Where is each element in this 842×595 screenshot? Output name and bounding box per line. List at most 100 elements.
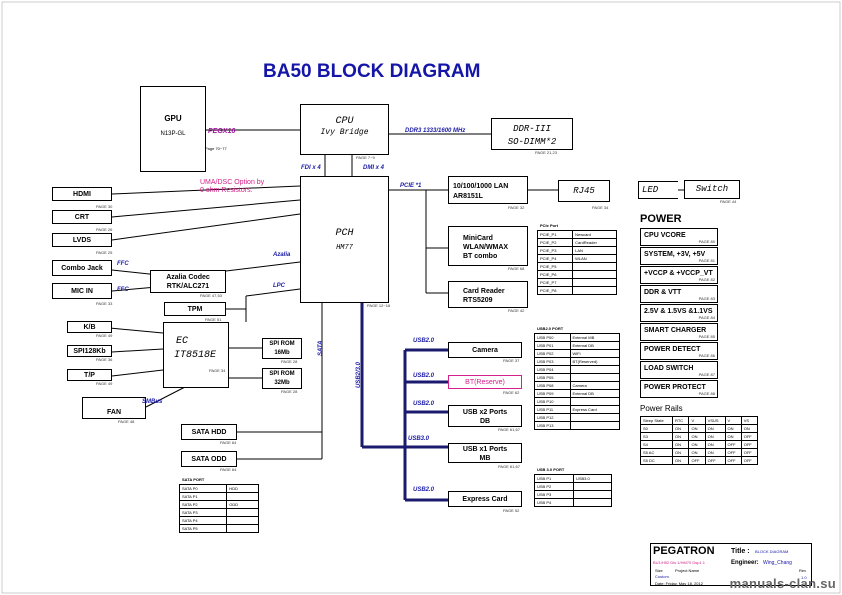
table-cell: USB P03	[534, 357, 571, 366]
ffc-label-2: FFC	[117, 287, 129, 293]
table-cell	[569, 397, 620, 406]
pcie-port-table-title: PCIe Port	[540, 223, 559, 228]
codec-page: PAGE 47,53	[200, 293, 222, 298]
table-cell: SATA P4	[178, 516, 228, 525]
card-reader-label: Card Reader	[463, 288, 505, 295]
table-cell: USB P12	[534, 413, 571, 422]
table-cell: OFF	[740, 456, 759, 465]
ddr-label: DDR-III	[513, 124, 551, 134]
fan-page: PAGE 48	[118, 419, 135, 424]
hdmi-page: PAGE 30	[96, 204, 113, 209]
spi128kb-label: SPI128Kb	[73, 348, 106, 355]
bt-reserve-block: BT(Reserve)	[448, 375, 522, 389]
table-cell: PCIE_P6	[536, 270, 574, 279]
table-cell: USB P1	[534, 474, 574, 483]
table-cell: PCIE_P1	[536, 230, 574, 239]
power-title: POWER	[640, 213, 682, 225]
table-cell: SATA P5	[178, 524, 228, 533]
power-item-page: PAGE 81	[698, 258, 715, 263]
table-cell: USB P4	[534, 498, 574, 507]
table-cell: USB P05	[534, 373, 571, 382]
size-label: Size	[655, 568, 663, 573]
sata-hdd-page: PAGE 64	[220, 440, 237, 445]
sata-label: SATA	[318, 340, 324, 356]
table-cell	[226, 492, 259, 501]
rev-label: Rev	[799, 568, 807, 573]
gpu-page: Page 70~77	[205, 146, 227, 151]
spi128-page: PAGE 36	[96, 357, 113, 362]
table-cell: Sleep State	[639, 416, 674, 425]
table-cell: CardReader	[572, 238, 617, 247]
table-cell: WLAN	[572, 254, 617, 263]
tpm-label: TPM	[187, 306, 203, 313]
table-cell: ON	[688, 448, 706, 457]
mic-in-block: MIC IN	[52, 283, 112, 299]
usb20-label-1: USB2.0	[413, 338, 435, 344]
table-cell	[569, 413, 620, 422]
cpu-model: Ivy Bridge	[320, 128, 369, 137]
azalia-label: Azalia	[273, 252, 291, 258]
minicard-block: MiniCard WLAN/WMAX BT combo	[448, 226, 528, 266]
power-item: LOAD SWITCH PAGE 87	[640, 361, 718, 379]
usb-bus-label: USB2/3.0	[356, 361, 362, 388]
table-row: PCIE_P6	[536, 270, 617, 279]
minicard-wlan: WLAN/WMAX	[463, 244, 509, 251]
power-item-page: PAGE 87	[698, 372, 715, 377]
camera-label: Camera	[472, 347, 498, 354]
table-cell: ON	[740, 424, 759, 433]
crt-block: CRT	[52, 210, 112, 224]
codec-label: Azalia Codec	[166, 274, 210, 281]
table-cell: S5 DC	[639, 456, 674, 465]
pch-page: PAGE 12~16	[367, 303, 391, 308]
table-cell: USB P10	[534, 397, 571, 406]
table-row: USB P13	[534, 421, 620, 430]
power-item-page: PAGE 84	[698, 315, 715, 320]
table-cell: RTC	[672, 416, 690, 425]
codec-model: RTK/ALC271	[166, 283, 210, 290]
table-row: USB P4	[534, 498, 613, 507]
card-reader-model: RTS5209	[463, 297, 493, 304]
power-item-page: PAGE 83	[698, 296, 715, 301]
company-logo: PEGATRON	[653, 545, 715, 557]
engineer-label: Engineer:	[731, 560, 759, 566]
table-cell: USB P13	[534, 421, 571, 430]
usb-x2-label: USB x2 Ports	[462, 409, 508, 416]
table-cell	[572, 286, 617, 295]
usb-x1-page: PAGE 61,67	[498, 464, 520, 469]
table-cell: USB P3	[534, 490, 574, 499]
table-cell	[572, 270, 617, 279]
sata-odd-label: SATA ODD	[191, 456, 227, 463]
table-cell	[226, 508, 259, 517]
card-reader-page: PAGE 42	[508, 308, 525, 313]
size-value: Custom	[655, 574, 669, 579]
table-row: SATA P4	[178, 516, 259, 525]
cpu-page: PAGE 7~9	[356, 155, 375, 160]
table-cell: PCIE_P5	[536, 262, 574, 271]
power-item-label: LOAD SWITCH	[644, 365, 694, 372]
kb-label: K/B	[83, 324, 96, 331]
table-cell: SATA P2	[178, 500, 228, 509]
power-item-page: PAGE 80	[698, 239, 715, 244]
table-cell: S0	[639, 424, 674, 433]
express-card-label: Express Card	[462, 496, 508, 503]
pch-label: PCH	[335, 228, 354, 239]
table-cell: USB P2	[534, 482, 574, 491]
fan-label: FAN	[107, 409, 121, 416]
power-item-label: POWER DETECT	[644, 346, 701, 353]
kb-block: K/B	[67, 321, 112, 333]
switch-page: PAGE 44	[720, 199, 737, 204]
usb-x2-ports-block: USB x2 Ports DB	[448, 405, 522, 427]
table-cell: ON	[672, 456, 690, 465]
power-item-page: PAGE 82	[698, 277, 715, 282]
